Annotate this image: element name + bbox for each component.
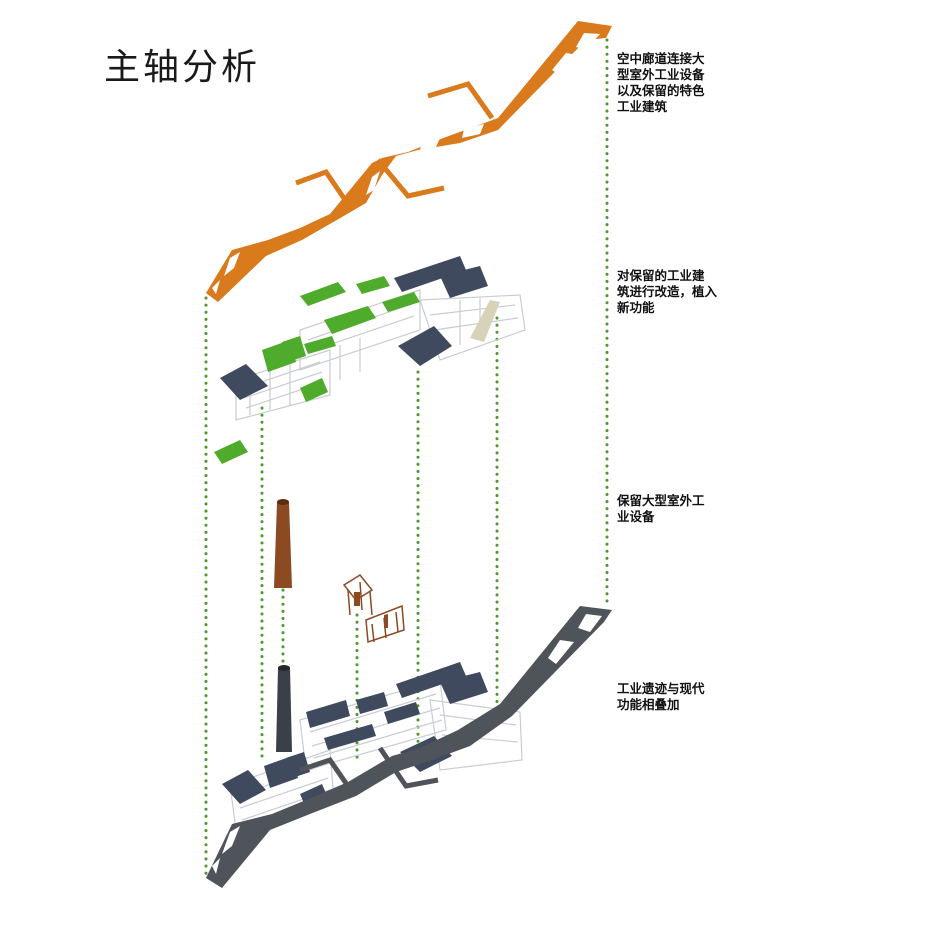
corridor-opening	[366, 171, 380, 195]
green-roof	[382, 292, 420, 312]
green-roof-pad	[214, 440, 248, 464]
page-title: 主轴分析	[104, 47, 261, 88]
annotation-line: 型室外工业设备	[617, 67, 705, 82]
equipment-rust-detail	[384, 614, 388, 628]
building-roof	[222, 770, 266, 804]
retained-buildings-layer	[214, 256, 526, 464]
chimney-rust-top	[277, 499, 289, 505]
corridor-body	[206, 21, 612, 302]
corridor-branch	[427, 81, 495, 120]
corridor-shadow-body	[206, 606, 612, 888]
building-roof	[398, 326, 452, 366]
annotation-line: 工业建筑	[617, 99, 668, 114]
annotation-corridor: 空中廊道连接大 型室外工业设备 以及保留的特色 工业建筑	[617, 51, 727, 115]
annotation-line: 保留大型室外工	[617, 493, 705, 508]
equipment-frame	[342, 574, 374, 601]
frame-structure	[429, 304, 519, 331]
green-roof	[282, 336, 306, 362]
annotation-line: 新功能	[617, 300, 655, 315]
corridor-opening	[420, 138, 440, 150]
annotation-equipment: 保留大型室外工 业设备	[617, 493, 727, 525]
corridor-branches	[295, 81, 495, 212]
elevated-corridor	[206, 21, 612, 302]
green-roof	[300, 282, 346, 306]
equipment-frame	[365, 604, 405, 644]
annotation-line: 筑进行改造，植入	[617, 284, 718, 299]
building-roof	[440, 672, 488, 704]
corridor-opening	[222, 826, 240, 854]
equipment-frame	[347, 581, 373, 616]
corridor-branch	[376, 158, 445, 199]
corridor-opening	[212, 280, 220, 294]
chimney-rust	[274, 502, 292, 588]
corridor-opening	[212, 858, 220, 874]
green-roof	[324, 306, 376, 334]
building-roof	[396, 662, 466, 698]
green-roof	[356, 276, 390, 294]
equipment-rust-detail	[354, 592, 360, 606]
annotation-line: 功能相叠加	[617, 697, 680, 712]
corridor-opening	[462, 124, 484, 138]
building-roof	[220, 364, 268, 400]
building-roof	[286, 752, 310, 778]
building-roof	[306, 700, 350, 728]
corridor-opening	[224, 252, 240, 276]
chimney-dark-top	[278, 665, 290, 671]
annotation-line: 空中廊道连接大	[617, 51, 705, 66]
corridor-branch	[377, 746, 439, 789]
green-roof	[300, 378, 328, 402]
annotation-line: 对保留的工业建	[617, 268, 705, 283]
corridor-opening	[578, 614, 602, 632]
green-roof	[304, 336, 336, 354]
composite-layer	[206, 606, 612, 888]
annotation-overlay: 工业遗迹与现代 功能相叠加	[617, 681, 727, 713]
corridor-opening	[548, 640, 574, 664]
annotation-line: 工业遗迹与现代	[617, 681, 705, 696]
building-roof	[356, 692, 388, 714]
annotation-line: 业设备	[617, 509, 655, 524]
truss-structure	[470, 300, 500, 342]
corridor-shadow-branches	[299, 746, 439, 794]
corridor-branch	[299, 757, 355, 794]
chimney-dark	[276, 668, 292, 752]
corridor-opening	[552, 53, 578, 75]
building-roof	[394, 256, 466, 292]
building-roof	[324, 724, 376, 750]
equipment-frame	[342, 574, 405, 644]
annotation-buildings: 对保留的工业建 筑进行改造，植入 新功能	[617, 268, 727, 316]
building-roof	[384, 702, 420, 724]
frame-structure	[235, 349, 331, 421]
corridor-branch	[295, 168, 355, 212]
corridor-opening	[576, 33, 600, 50]
annotation-line: 以及保留的特色	[617, 83, 705, 98]
outdoor-equipment-layer	[274, 499, 405, 644]
building-roof	[440, 266, 488, 298]
